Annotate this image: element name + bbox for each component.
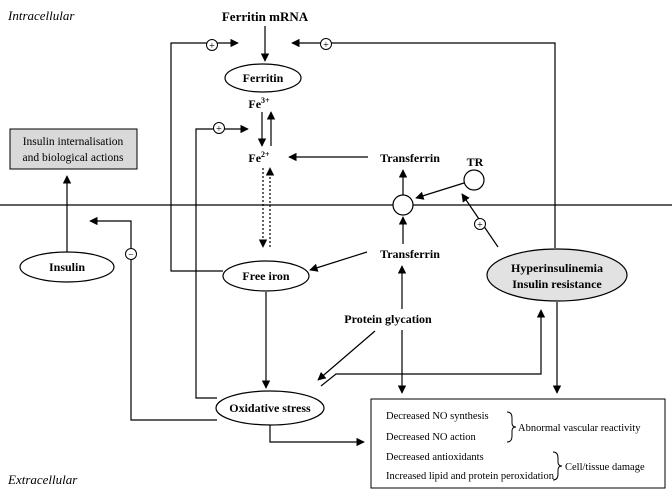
outcomes-box xyxy=(370,398,666,489)
fe3-base: Fe xyxy=(248,97,261,111)
arrow-transferrin-to-freeiron xyxy=(309,251,368,272)
plus-sign-right-top-label: + xyxy=(323,40,329,51)
extracellular-label: Extracellular xyxy=(7,472,78,487)
plus-sign-left-top-label: + xyxy=(209,41,215,52)
insulin-label: Insulin xyxy=(49,260,85,274)
intracellular-label: Intracellular xyxy=(7,8,75,23)
ferritin-mrna-label: Ferritin mRNA xyxy=(222,9,309,24)
connectors xyxy=(62,26,562,447)
transferrin-outside-label: Transferrin xyxy=(380,247,440,261)
plus-sign-left-top xyxy=(206,39,218,51)
hyperinsulinemia-ellipse xyxy=(486,248,628,302)
outcome-group-vascular: Abnormal vascular reactivity xyxy=(518,423,641,434)
oxidative-stress-label: Oxidative stress xyxy=(229,401,311,415)
tr-label: TR xyxy=(467,155,484,169)
arrow-glycation-to-oxstress xyxy=(317,330,376,381)
arrow-oxstress-to-insulin xyxy=(89,216,217,421)
plus-sign-tr-label: + xyxy=(477,220,483,231)
fe3-sup: 3+ xyxy=(261,96,270,105)
outcome-decreased-no-synthesis: Decreased NO synthesis xyxy=(386,411,489,422)
free-iron-ellipse xyxy=(222,260,310,292)
ferritin-ellipse xyxy=(224,63,302,93)
hyperinsulinemia-line2: Insulin resistance xyxy=(512,277,602,291)
insulin-internalisation-line2: and biological actions xyxy=(23,152,124,164)
transferrin-inside-label: Transferrin xyxy=(380,151,440,165)
ferritin-label: Ferritin xyxy=(243,71,284,85)
minus-sign-insulin-label: − xyxy=(128,250,134,261)
arrow-tr-to-membrane xyxy=(415,182,465,200)
minus-sign-insulin xyxy=(125,248,137,260)
protein-glycation-label: Protein glycation xyxy=(344,312,432,326)
membrane-transporter-circle xyxy=(392,194,414,216)
insulin-internalisation-line1: Insulin internalisation xyxy=(23,136,124,148)
tr-receptor-circle xyxy=(463,169,485,191)
hyperinsulinemia-line1: Hyperinsulinemia xyxy=(511,261,603,275)
plus-sign-fe2 xyxy=(213,122,225,134)
outcome-decreased-no-action: Decreased NO action xyxy=(386,432,477,443)
fe2-sup: 2+ xyxy=(261,150,270,159)
arrow-hyper-to-ferritin xyxy=(291,38,556,248)
brace-tissue xyxy=(552,451,563,481)
plus-sign-tr xyxy=(474,218,486,230)
arrow-freeiron-to-ferritin xyxy=(170,38,239,272)
free-iron-label: Free iron xyxy=(242,269,290,283)
outcome-group-tissue: Cell/tissue damage xyxy=(565,462,645,473)
insulin-internalisation-box xyxy=(9,128,138,170)
plus-sign-right-top xyxy=(320,38,332,50)
fe2-base: Fe xyxy=(248,151,261,165)
brace-vascular xyxy=(506,411,517,443)
arrow-oxstress-to-hyper xyxy=(320,309,546,387)
outcome-decreased-antioxidants: Decreased antioxidants xyxy=(386,452,484,463)
plus-sign-fe2-label: + xyxy=(216,124,222,135)
fe3-label: Fe3+ xyxy=(248,96,270,111)
arrow-oxstress-to-outcomes xyxy=(269,425,365,447)
signs: + + + + − xyxy=(125,38,486,261)
fe2-label: Fe2+ xyxy=(248,150,270,165)
outcome-increased-peroxidation: Increased lipid and protein peroxidation xyxy=(386,471,555,482)
